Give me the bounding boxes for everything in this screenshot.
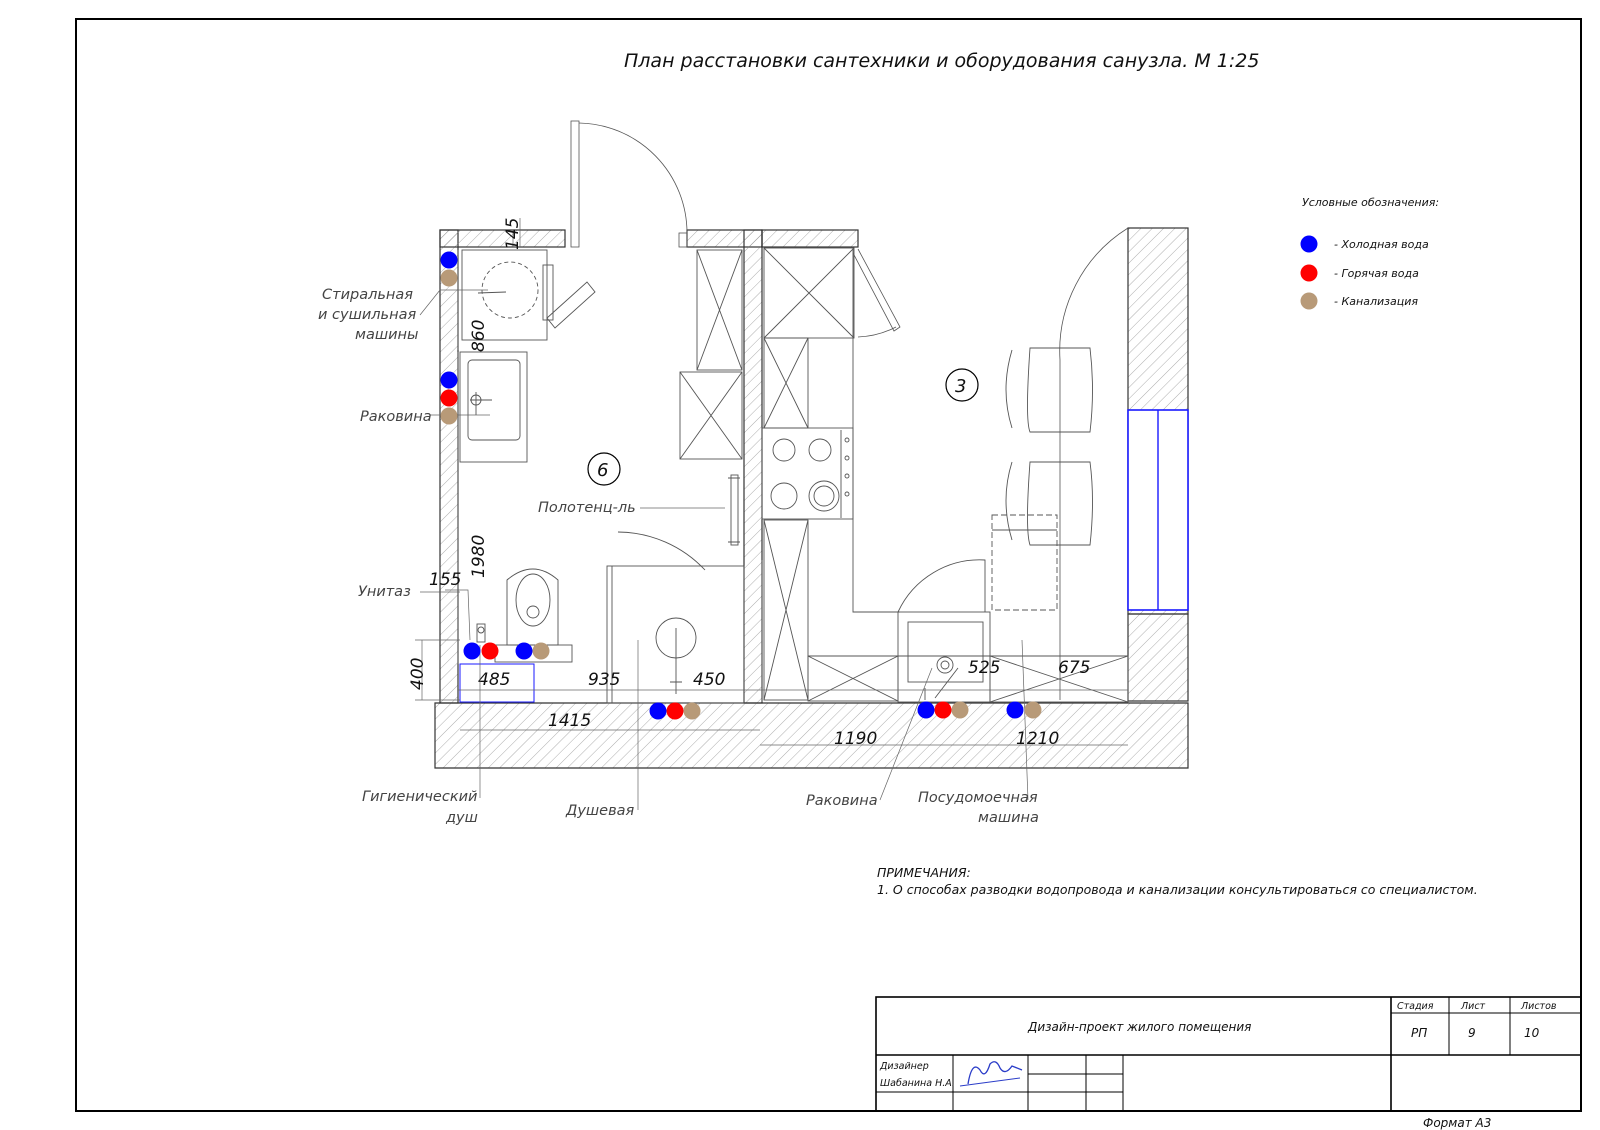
pipe-hot [440,389,458,407]
dim-860: 860 [469,320,489,352]
dim-155: 155 [429,570,461,590]
legend-cold-label: - Холодная вода [1334,238,1429,251]
pipe-sewer [532,642,550,660]
pipe-cold [649,702,667,720]
pipe-sewer [1024,701,1042,719]
dining-table [991,514,1058,611]
legend-sewer-swatch [1300,292,1318,310]
kitchen-passage-arc [1059,227,1129,700]
notes-line-1: 1. О способах разводки водопровода и кан… [877,882,1478,897]
dim-1190: 1190 [834,729,877,749]
notes: ПРИМЕЧАНИЯ: 1. О способах разводки водоп… [877,865,1478,897]
dim-935: 935 [588,670,620,690]
pipe-sewer [951,701,969,719]
dim-1210: 1210 [1016,729,1059,749]
pipe-hot [934,701,952,719]
label-hygiene-1: Гигиенический [362,789,477,805]
title-block: Дизайн-проект жилого помещения Стадия Ли… [875,996,1582,1112]
pipe-hot [666,702,684,720]
notes-heading: ПРИМЕЧАНИЯ: [877,865,971,880]
hob [761,427,854,520]
pipe-sewer [683,702,701,720]
legend-heading: Условные обозначения: [1302,196,1439,209]
legend-hot-label: - Горячая вода [1334,267,1419,280]
room-6: 6 [597,460,608,481]
dim-1980: 1980 [469,535,489,578]
kitchen-window-door [852,248,901,338]
tb-project: Дизайн-проект жилого помещения [1027,1020,1251,1034]
legend-hot-swatch [1300,264,1318,282]
label-kitchen-sink: Раковина [806,793,878,809]
dim-525: 525 [968,658,1000,678]
drawing-title: План расстановки сантехники и оборудован… [624,50,1259,72]
pipe-sewer [440,269,458,287]
pipe-cold [515,642,533,660]
pipe-cold [917,701,935,719]
entry-door [570,120,688,248]
tall-cabinet [1127,409,1189,611]
pipe-cold [440,251,458,269]
leader-lines [419,289,1029,810]
signature-image [959,1061,1023,1087]
label-towel: Полотенц-ль [538,500,636,516]
tb-sheets: 10 [1524,1026,1540,1040]
bath-sink [459,351,528,463]
pipe-cold [463,642,481,660]
tb-sheet-label: Лист [1460,1001,1486,1012]
legend-sewer-label: - Канализация [1334,295,1418,308]
dimension-lines [415,218,1128,746]
label-sink: Раковина [360,409,432,425]
chairs [1005,347,1093,546]
kitchen-counter [807,248,1128,702]
label-hygiene-2: душ [445,810,478,826]
dim-485: 485 [478,670,510,690]
kitchen-sink [897,611,991,703]
dim-675: 675 [1058,658,1090,678]
sheet-frame [75,18,1582,1112]
legend-cold-swatch [1300,235,1318,253]
format-label: Формат А3 [1423,1116,1491,1130]
fridge [763,247,855,339]
label-washer-3: машины [355,327,418,343]
tb-sheet: 9 [1468,1026,1476,1040]
label-washer-1: Стиральная [322,287,413,303]
bath-shelf [679,249,743,460]
room-3: 3 [955,376,966,397]
pipe-hot [481,642,499,660]
dimension-values: 145 860 1980 155 400 485 935 450 1415 52… [408,218,1090,749]
label-washer-2: и сушильная [318,307,416,323]
dim-145: 145 [503,218,523,250]
room-markers: 6 3 [587,368,979,486]
label-toilet: Унитаз [358,584,411,600]
tb-person: Шабанина Н.А. [880,1078,955,1089]
pipe-cold [1006,701,1024,719]
dim-450: 450 [693,670,725,690]
label-shower: Душевая [565,803,635,819]
hygiene-shower [476,623,486,643]
dim-400: 400 [408,658,428,690]
label-dishwasher-1: Посудомоечная [918,790,1038,806]
tb-stage: РП [1411,1026,1427,1040]
fixture-labels: Стиральная и сушильная машины Раковина П… [318,287,1039,826]
pipe-markers [440,251,1042,720]
pipe-sewer [440,407,458,425]
dim-1415: 1415 [548,711,591,731]
tb-stage-label: Стадия [1397,1001,1434,1012]
pipe-cold [440,371,458,389]
toilet-install-frame [459,663,535,703]
legend: Условные обозначения: - Холодная вода - … [1300,196,1439,310]
label-dishwasher-2: машина [978,810,1039,826]
dishwasher [989,655,1129,703]
towel-warmer [728,474,740,546]
tb-sheets-label: Листов [1520,1001,1557,1012]
tb-role: Дизайнер [879,1061,929,1072]
walls [434,227,1189,769]
